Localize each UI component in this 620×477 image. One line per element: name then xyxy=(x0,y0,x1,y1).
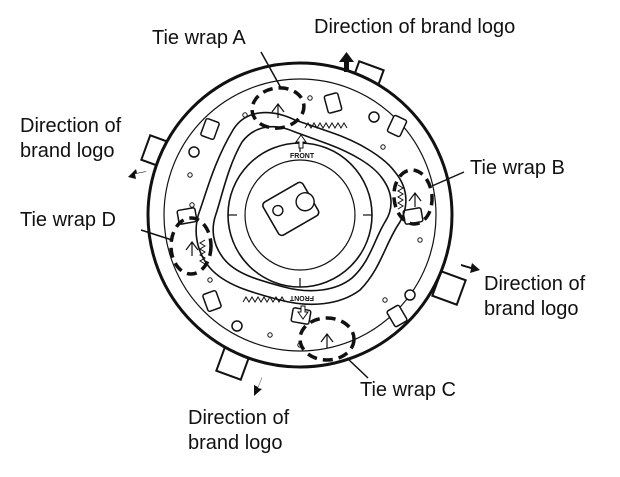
tie-wrap-buckles xyxy=(185,103,422,348)
tie-wrap-d-label: Tie wrap D xyxy=(20,209,116,231)
serrated-strips xyxy=(199,122,404,303)
plate-holes xyxy=(176,92,424,332)
slot xyxy=(386,114,408,138)
front-label-bottom: FRONT xyxy=(289,294,314,301)
front-mark-bottom: FRONT xyxy=(289,294,314,320)
direction-label-right-line2: brand logo xyxy=(484,298,579,320)
leader-c xyxy=(346,357,369,379)
slot xyxy=(402,207,424,225)
screw-hole xyxy=(231,320,243,332)
direction-label-left-line1: Direction of xyxy=(20,115,122,137)
direction-label-right-line1: Direction of xyxy=(484,273,586,295)
tie-wrap-c-marker xyxy=(298,316,356,362)
lock-bracket xyxy=(262,181,320,237)
leader-a xyxy=(260,51,282,89)
cable-channel xyxy=(195,111,407,306)
slot xyxy=(200,117,220,141)
direction-label-top-right: Direction of brand logo xyxy=(314,16,515,38)
mount-plate-inner-ring xyxy=(163,78,437,352)
tie-wrap-a-label: Tie wrap A xyxy=(152,27,246,49)
leader-d xyxy=(140,229,173,241)
leader-b xyxy=(431,171,465,187)
screw-hole xyxy=(368,111,380,123)
arrow-right-icon xyxy=(461,263,480,273)
leader-lines xyxy=(140,51,465,379)
screw-hole xyxy=(188,146,200,158)
direction-label-left-line2: brand logo xyxy=(20,140,115,162)
front-mark-top: FRONT xyxy=(290,134,315,160)
tie-wrap-b-marker xyxy=(392,168,434,226)
direction-arrows xyxy=(128,52,480,396)
arrow-left-icon xyxy=(128,169,147,179)
tie-wrap-a-marker xyxy=(250,86,306,130)
tie-wrap-b-label: Tie wrap B xyxy=(470,157,565,179)
tie-wrap-d-marker xyxy=(169,216,213,276)
direction-label-bottom-line1: Direction of xyxy=(188,407,290,429)
center-hub-inner xyxy=(244,159,356,271)
screw-hole xyxy=(404,289,416,301)
plate-dots xyxy=(187,95,423,348)
arrow-up-icon xyxy=(295,134,307,149)
front-label-top: FRONT xyxy=(290,153,315,160)
arrow-up-icon xyxy=(339,52,354,72)
direction-label-bottom-line2: brand logo xyxy=(188,432,283,454)
arrow-down-icon xyxy=(254,377,262,396)
slot xyxy=(386,304,408,328)
slot xyxy=(202,289,222,313)
tie-wrap-c-label: Tie wrap C xyxy=(360,379,456,401)
arrow-up-icon xyxy=(297,305,309,320)
tie-wrap-markers xyxy=(169,86,434,362)
slot xyxy=(323,92,343,114)
